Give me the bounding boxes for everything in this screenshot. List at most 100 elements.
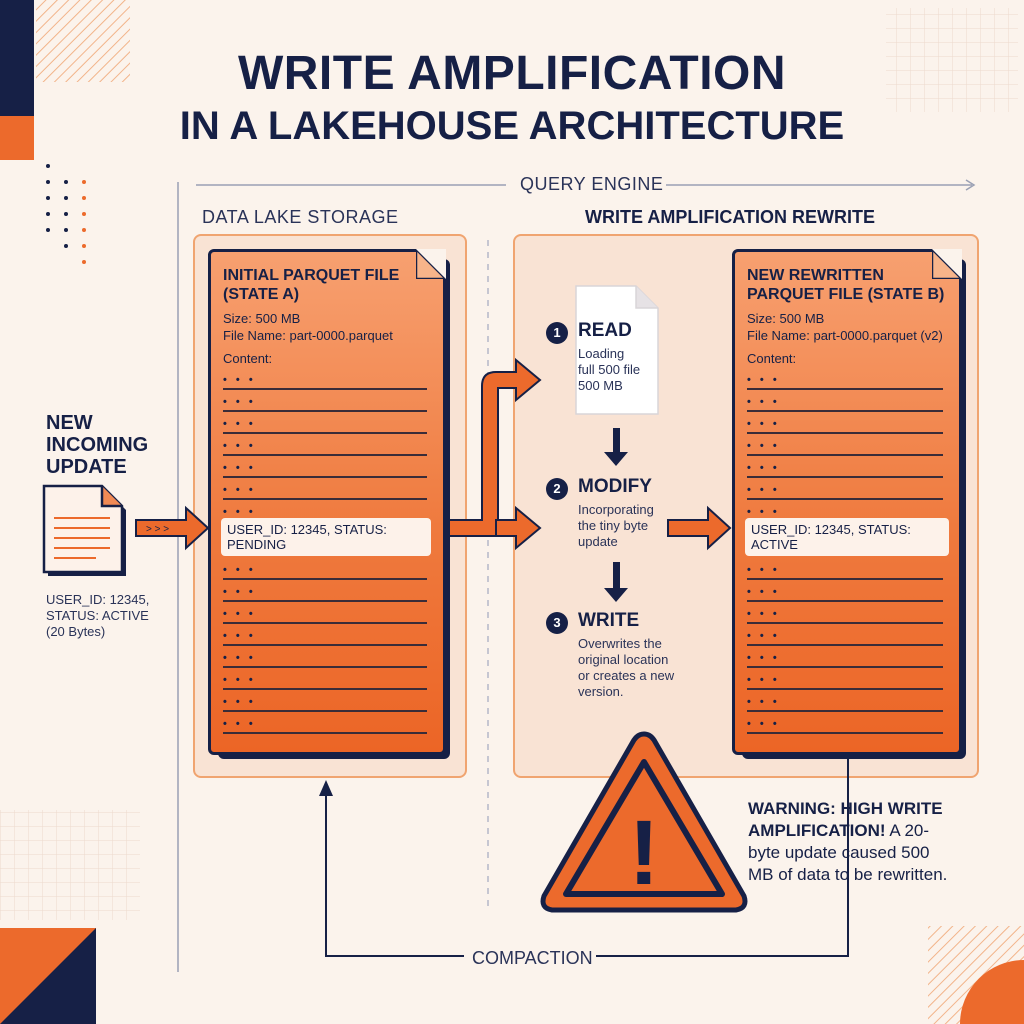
content-row-line: [747, 600, 943, 602]
file-b-name: File Name: part-0000.parquet (v2): [747, 328, 943, 343]
warning-triangle-icon: !: [540, 731, 748, 913]
content-row-line: [747, 410, 943, 412]
file-b-size: Size: 500 MB: [747, 311, 825, 326]
parquet-file-b: NEW REWRITTEN PARQUET FILE (STATE B) Siz…: [732, 249, 962, 755]
content-row-line: [223, 600, 427, 602]
row-marker: • • •: [747, 652, 780, 664]
warning-line: AMPLIFICATION!: [748, 821, 886, 840]
content-row-line: [223, 578, 427, 580]
content-row-line: [223, 666, 427, 668]
arrow-to-read: [433, 357, 542, 537]
file-b-title-line: NEW REWRITTEN: [747, 267, 884, 284]
row-marker: • • •: [223, 418, 256, 430]
file-b-title-line: PARQUET FILE (STATE B): [747, 286, 945, 303]
step-desc-line: Incorporating: [578, 502, 654, 517]
step-number: 2: [546, 478, 568, 500]
row-marker: • • •: [223, 396, 256, 408]
row-marker: • • •: [223, 674, 256, 686]
row-marker: • • •: [747, 586, 780, 598]
arrow-modify-to-write: [604, 562, 628, 602]
row-marker: • • •: [747, 462, 780, 474]
parquet-file-a: INITIAL PARQUET FILE (STATE A) Size: 500…: [208, 249, 446, 755]
incoming-heading-line: NEW: [46, 412, 93, 434]
file-a-content-label: Content:: [223, 351, 273, 366]
page-fold-icon: [416, 249, 446, 279]
content-row-line: [223, 410, 427, 412]
row-marker: • • •: [223, 630, 256, 642]
file-a-title-line: INITIAL PARQUET FILE: [223, 267, 400, 284]
row-marker: • • •: [223, 608, 256, 620]
warning-line: byte update caused 500: [748, 843, 930, 862]
content-row-line: [747, 710, 943, 712]
arrow-read-to-modify: [604, 428, 628, 466]
step-title: MODIFY: [578, 476, 652, 497]
step-title: WRITE: [578, 610, 640, 631]
row-marker: • • •: [747, 396, 780, 408]
step-desc-line: or creates a new: [578, 668, 675, 683]
content-row-line: [747, 454, 943, 456]
row-marker: • • •: [747, 564, 780, 576]
corner-hatch: [36, 0, 130, 82]
content-row-line: [223, 388, 427, 390]
corner-grid: [886, 8, 1018, 112]
warning-line: MB of data to be rewritten.: [748, 865, 948, 884]
file-b-content-label: Content:: [747, 351, 797, 366]
content-row-line: [747, 432, 943, 434]
arrow-to-file-b: [667, 505, 732, 551]
file-a-title-line: (STATE A): [223, 286, 300, 303]
compaction-label: COMPACTION: [472, 948, 593, 968]
row-marker: • • •: [747, 718, 780, 730]
content-row-line: [223, 732, 427, 734]
page-title: WRITE AMPLIFICATION: [237, 47, 787, 100]
compaction-line-left: [325, 788, 464, 957]
content-row-line: [223, 498, 427, 500]
warning-message: WARNING: HIGH WRITE AMPLIFICATION! A 20-…: [748, 798, 1018, 886]
row-marker: • • •: [223, 652, 256, 664]
storage-label: DATA LAKE STORAGE: [202, 207, 399, 227]
step-number: 1: [546, 322, 568, 344]
compaction-arrowhead: [319, 780, 333, 796]
step-desc-line: full 500 file: [578, 362, 641, 377]
row-marker: • • •: [747, 696, 780, 708]
step-description: Overwrites the original location or crea…: [578, 636, 708, 700]
content-row-line: [223, 476, 427, 478]
svg-text:> > >: > > >: [146, 524, 169, 535]
file-a-name: File Name: part-0000.parquet: [223, 328, 393, 343]
row-marker: • • •: [223, 374, 256, 386]
page-subtitle: IN A LAKEHOUSE ARCHITECTURE: [179, 104, 845, 148]
warning-line: A 20-: [885, 821, 930, 840]
warning-line: WARNING: HIGH WRITE: [748, 799, 943, 818]
step-desc-line: the tiny byte: [578, 518, 649, 533]
incoming-detail: STATUS: ACTIVE: [46, 608, 149, 623]
incoming-heading-line: INCOMING: [46, 434, 149, 456]
incoming-heading-line: UPDATE: [46, 456, 127, 478]
compaction-line-right: [596, 754, 849, 957]
step-number: 3: [546, 612, 568, 634]
file-a-title: INITIAL PARQUET FILE (STATE A): [223, 266, 399, 304]
row-marker: • • •: [223, 484, 256, 496]
row-marker: • • •: [223, 564, 256, 576]
corner-quarter-circle: [960, 960, 1024, 1024]
incoming-detail: (20 Bytes): [46, 624, 106, 639]
incoming-detail: USER_ID: 12345,: [46, 592, 150, 607]
step-description: Loading full 500 file 500 MB: [578, 346, 688, 394]
file-b-title: NEW REWRITTEN PARQUET FILE (STATE B): [747, 266, 944, 304]
arrow-incoming-to-file: [135, 505, 210, 551]
content-row-line: [747, 498, 943, 500]
incoming-update-heading: NEW INCOMING UPDATE: [46, 412, 148, 478]
content-row-line: [223, 644, 427, 646]
row-marker: • • •: [747, 506, 780, 518]
step-desc-line: original location: [578, 652, 669, 667]
row-marker: • • •: [747, 608, 780, 620]
content-row-line: [223, 454, 427, 456]
arrow-to-modify: [495, 505, 542, 551]
rewrite-label: WRITE AMPLIFICATION REWRITE: [585, 207, 875, 227]
content-row-line: [747, 578, 943, 580]
file-b-meta: Size: 500 MB File Name: part-0000.parque…: [747, 310, 943, 367]
row-marker: • • •: [223, 696, 256, 708]
content-row-line: [747, 622, 943, 624]
row-marker: • • •: [223, 506, 256, 518]
corner-block-orange: [0, 116, 34, 160]
step-description: Incorporating the tiny byte update: [578, 502, 688, 550]
